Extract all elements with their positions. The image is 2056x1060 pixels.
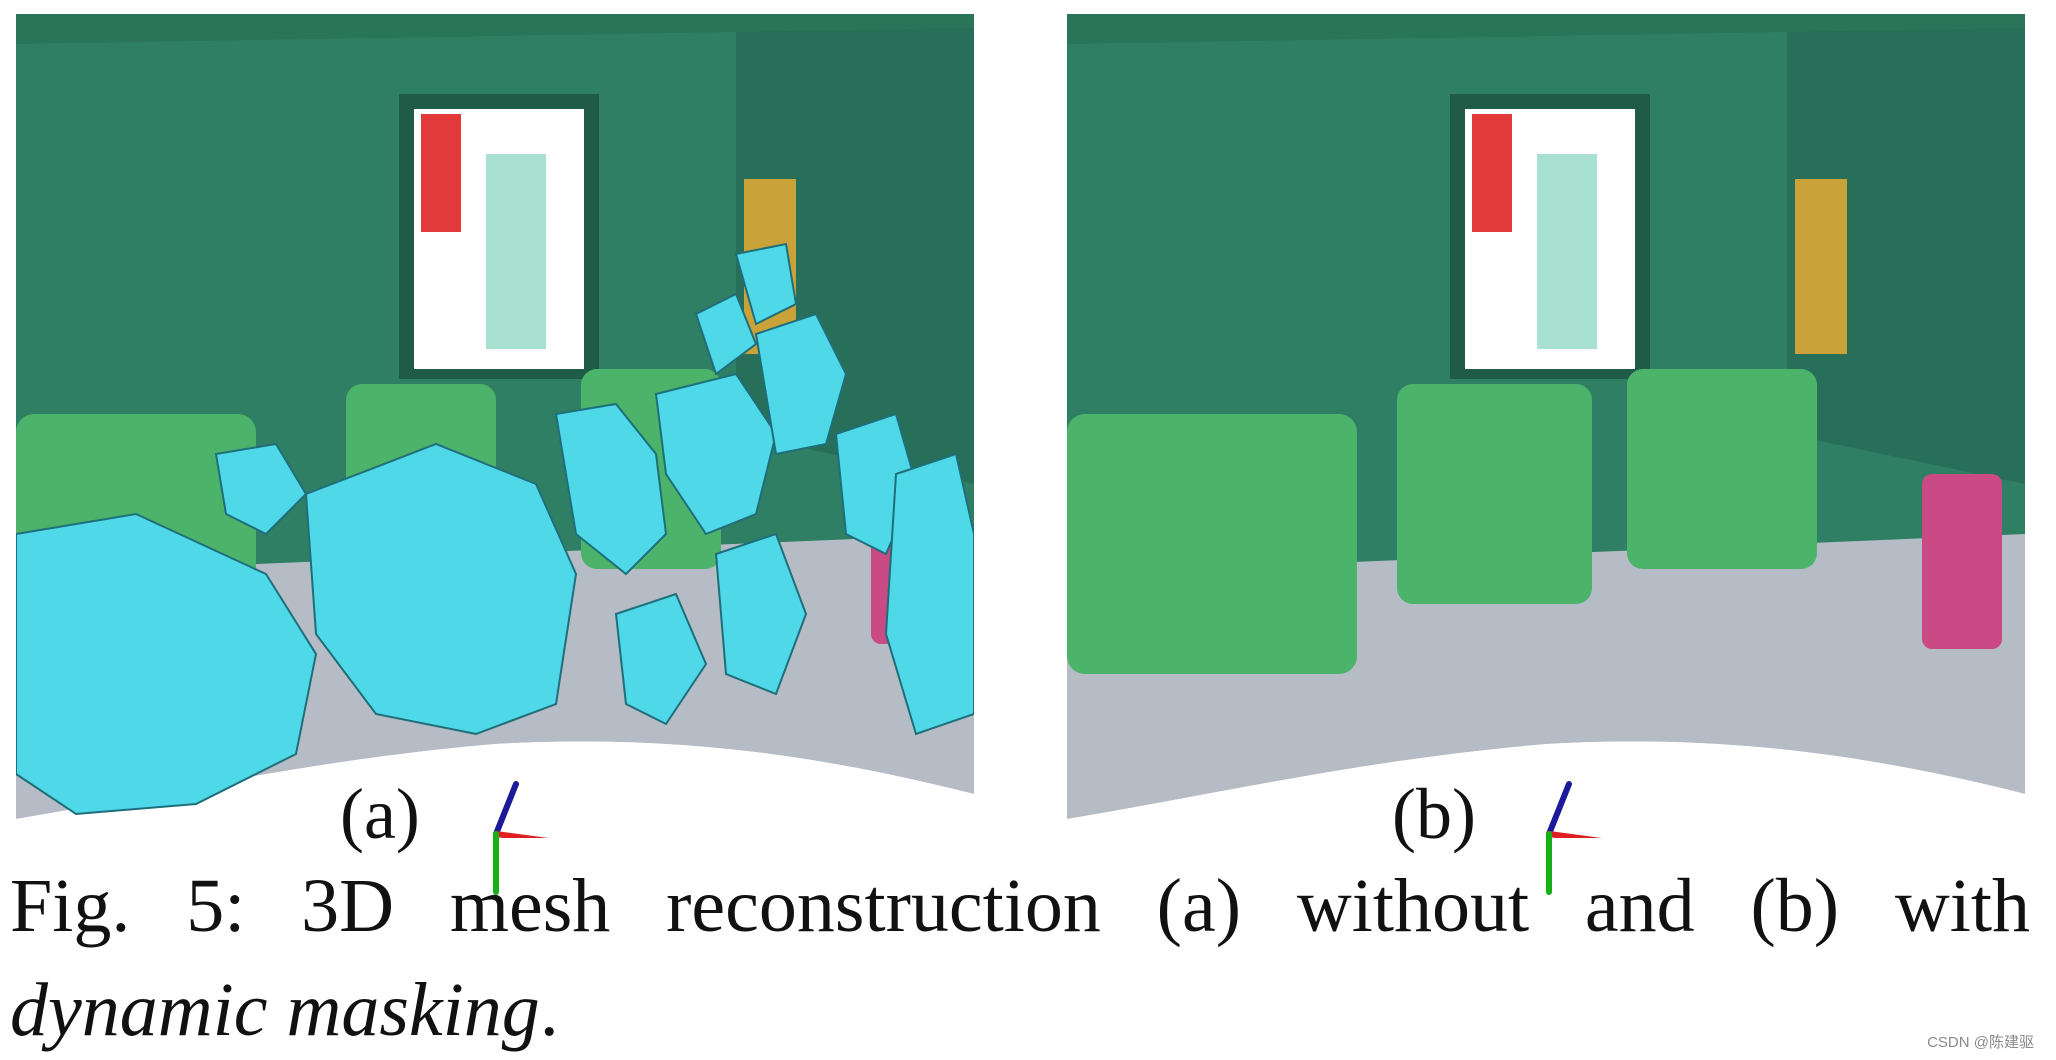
reconstruction-panel-with-masking — [1067, 14, 2025, 838]
axis-z — [493, 781, 519, 837]
pink-bin — [1922, 474, 2002, 649]
subfigure-label-b: (b) — [1392, 774, 1476, 854]
dynamic-object-artifacts — [16, 242, 974, 816]
ceiling-edge — [1067, 14, 2025, 44]
armchair-right — [1627, 369, 1817, 569]
mesh-render-a — [16, 14, 974, 838]
axis-z — [1546, 781, 1572, 837]
figure-caption-line2: dynamic masking. — [10, 972, 2030, 1048]
subfigure-label-a: (a) — [340, 774, 420, 854]
red-door — [421, 114, 461, 232]
open-door-panel — [1537, 154, 1597, 349]
axis-x — [1546, 831, 1602, 838]
caption-period: . — [539, 968, 559, 1052]
red-door — [1472, 114, 1512, 232]
watermark: CSDN @陈建驱 — [1927, 1034, 2034, 1051]
floor-edge — [1067, 741, 2025, 838]
floor-edge — [16, 741, 974, 838]
armchair-middle — [1397, 384, 1592, 604]
axis-x — [493, 831, 549, 838]
open-door-panel — [486, 154, 546, 349]
yellow-board — [1795, 179, 1847, 354]
reconstruction-panel-without-masking — [16, 14, 974, 838]
figure-caption-line1: Fig. 5: 3D mesh reconstruction (a) witho… — [10, 864, 2030, 948]
mesh-render-b — [1067, 14, 2025, 838]
side-wall — [1787, 14, 2025, 484]
caption-italic-term: dynamic masking — [10, 968, 540, 1052]
sofa-left — [1067, 414, 1357, 674]
ceiling-edge — [16, 14, 974, 44]
